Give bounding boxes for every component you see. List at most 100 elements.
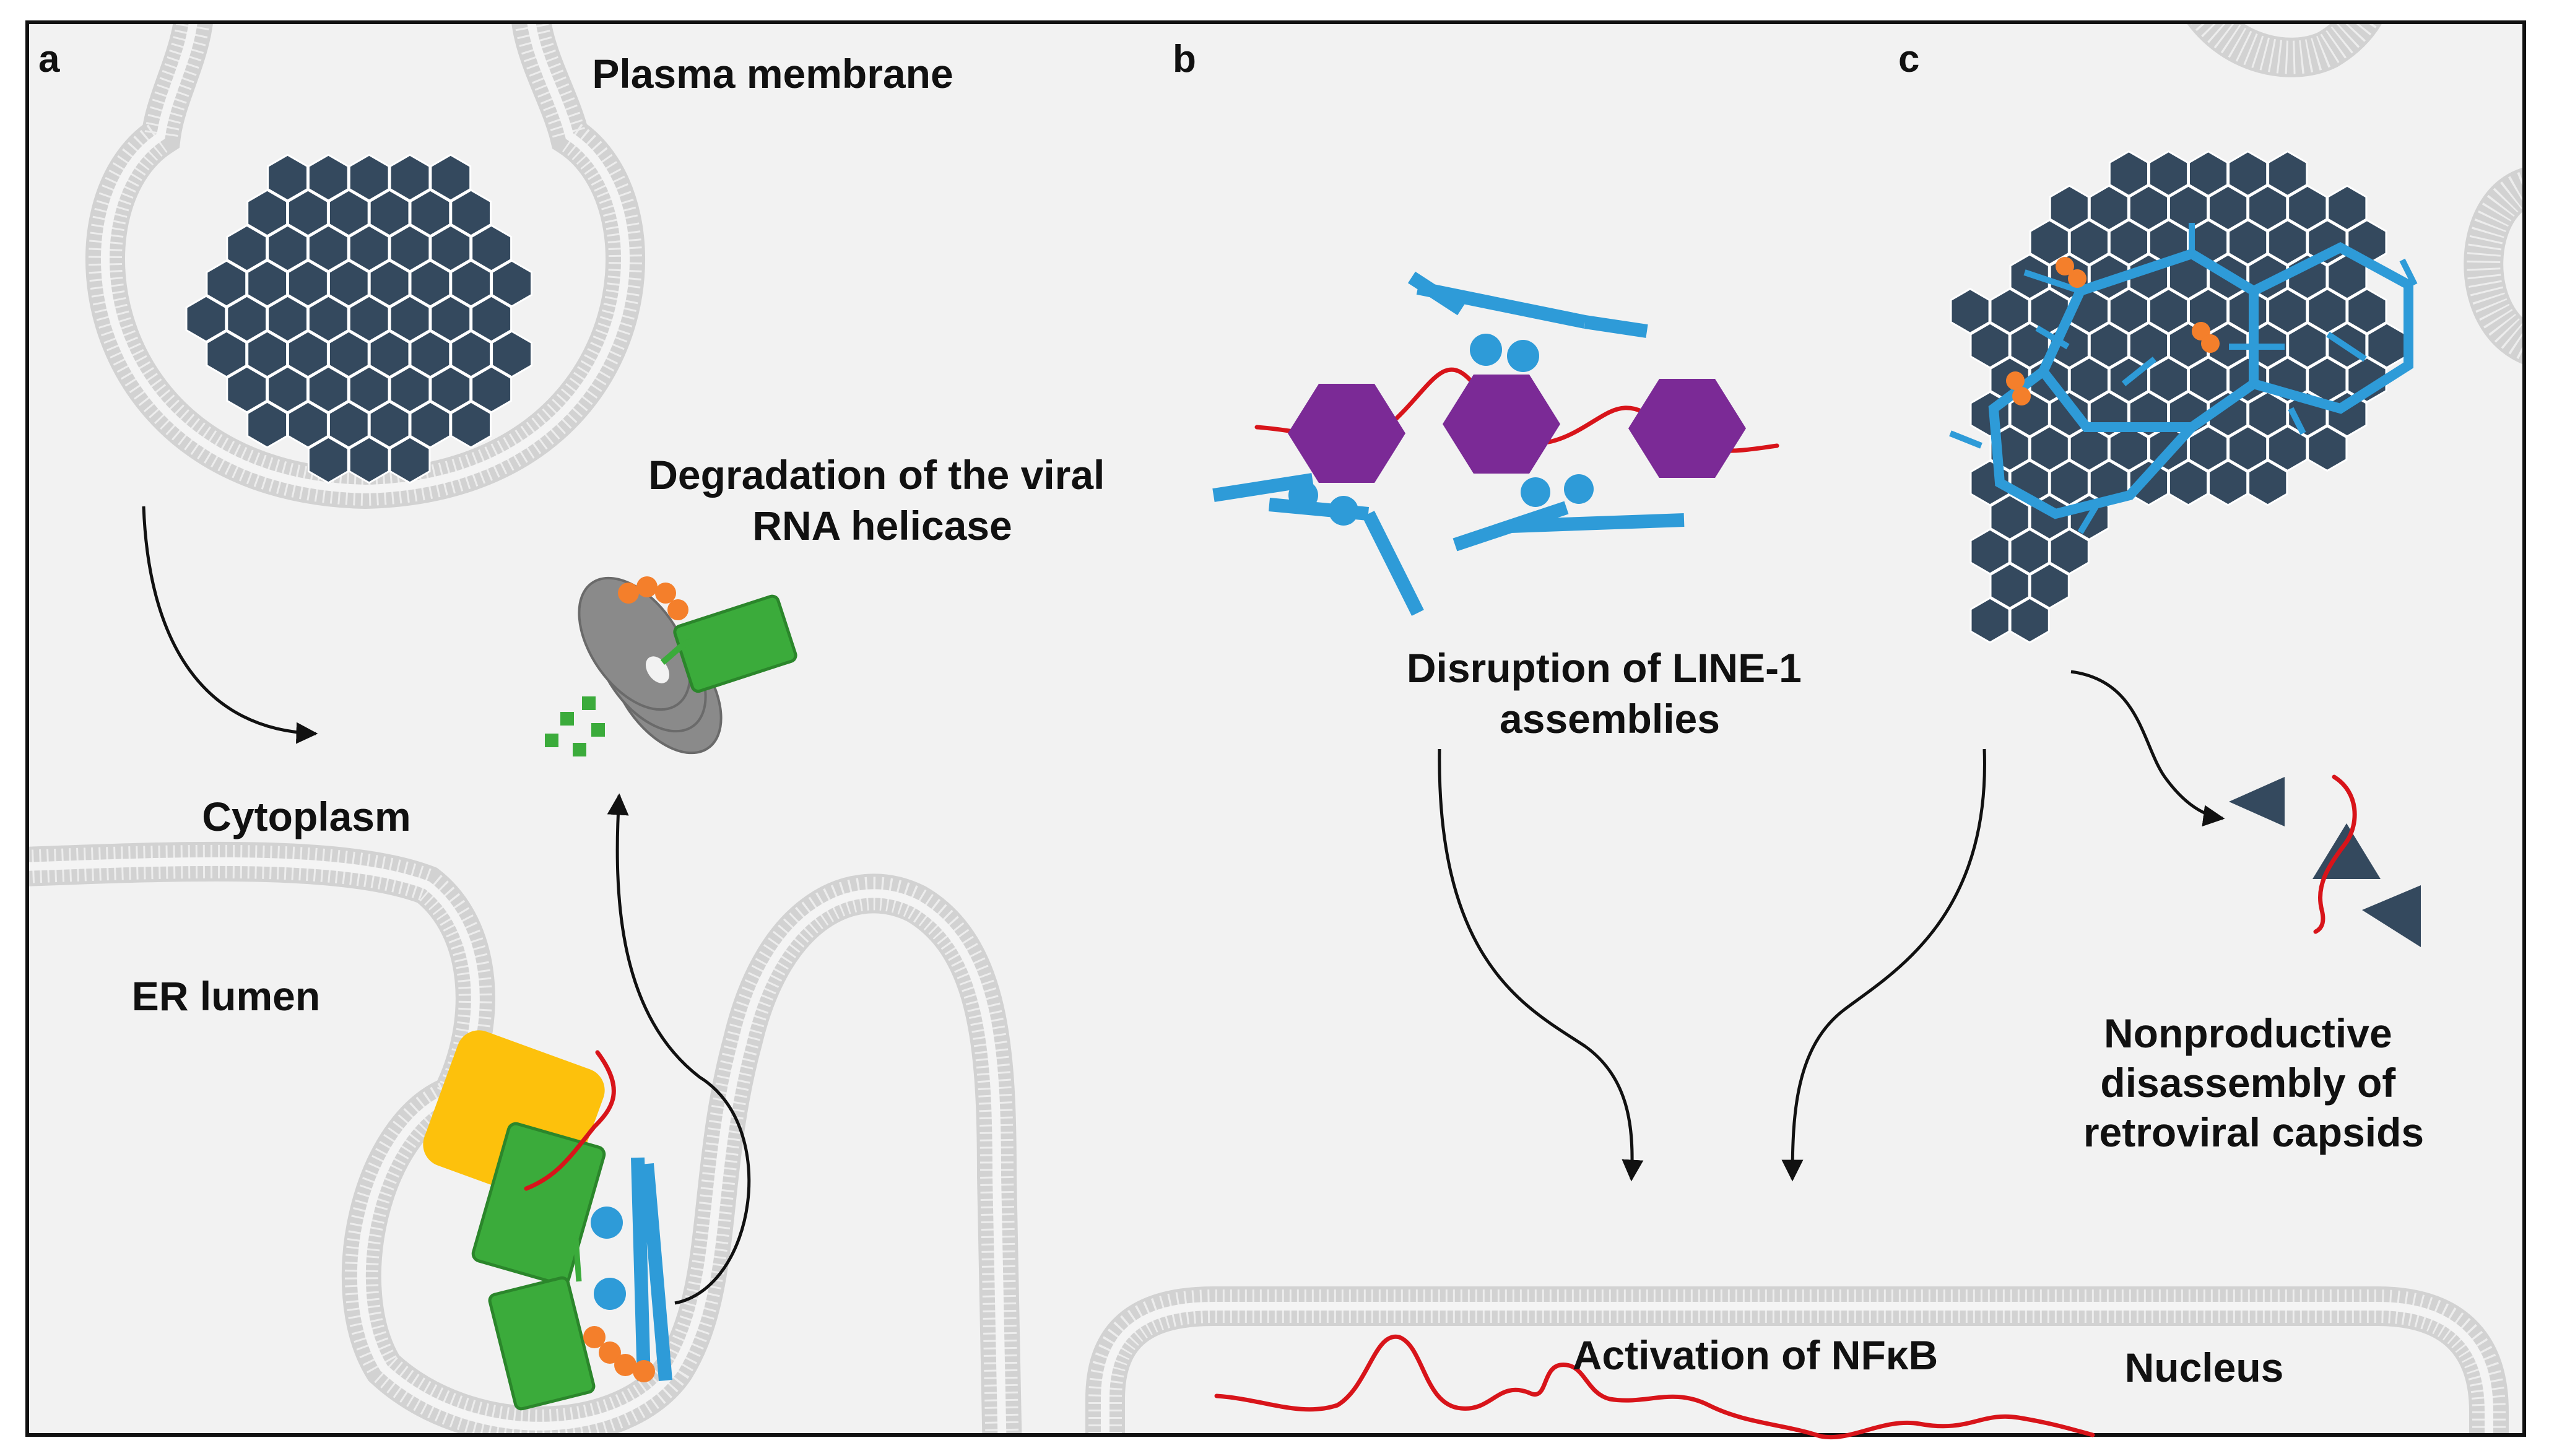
- capsid-subunit: [409, 189, 451, 237]
- capsid-subunit: [2247, 459, 2288, 506]
- trim-filaments-line1: [1212, 271, 1685, 616]
- capsid-subunit: [450, 401, 492, 449]
- nuclear-envelope: [1085, 1286, 2509, 1435]
- capsid-subunit: [267, 295, 308, 343]
- capsid-subunit: [328, 189, 370, 237]
- arrow-c-to-nfkb: [1781, 748, 1986, 1182]
- capsid-subunit: [491, 259, 532, 308]
- capsid-subunit: [389, 365, 431, 414]
- er-membrane: [27, 841, 1022, 1435]
- capsid-subunit: [206, 259, 248, 308]
- capsid-subunit: [287, 330, 329, 378]
- capsid-subunit: [430, 365, 472, 414]
- capsid-subunit: [2228, 219, 2269, 266]
- line1-orf1p-trimers: [1288, 375, 1746, 483]
- capsid-subunit: [348, 436, 390, 484]
- capsid-subunit: [409, 259, 451, 308]
- label-line1-disruption: Disruption of LINE-1 assemblies: [1407, 645, 1813, 742]
- top-right-membrane-arc: [2186, 22, 2383, 77]
- capsid-subunit: [389, 154, 431, 202]
- er-rna: [524, 1050, 616, 1191]
- capsid-subunit: [471, 365, 513, 414]
- trim-er-pocket: [631, 1157, 672, 1381]
- capsid-subunit: [246, 259, 289, 308]
- capsid-subunit: [2029, 425, 2070, 472]
- viral-rna-helicase: [673, 594, 797, 693]
- capsid-subunit: [2029, 219, 2070, 266]
- ubiquitin-chain: [618, 576, 688, 620]
- capsid-subunit: [348, 224, 390, 272]
- capsid-subunit: [2287, 184, 2328, 232]
- capsid-subunit: [2088, 322, 2129, 369]
- label-nonproductive-disassembly: Nonproductive disassembly of retroviral …: [2083, 1010, 2424, 1155]
- proteasome-complex: [545, 576, 797, 756]
- capsid-subunit: [450, 330, 492, 378]
- label-cytoplasm: Cytoplasm: [202, 794, 410, 839]
- capsid-subunit: [2049, 459, 2090, 506]
- capsid-subunit: [1989, 493, 2030, 541]
- capsid-subunit: [2168, 184, 2209, 232]
- capsid-subunit: [2208, 459, 2249, 506]
- capsid-subunit: [2108, 287, 2149, 335]
- capsid-subunit: [368, 330, 410, 378]
- capsid-subunit: [430, 295, 472, 343]
- degradation-line-1: Degradation of the viral: [648, 452, 1105, 498]
- capsid-subunit: [307, 154, 349, 202]
- capsid-subunit: [348, 154, 390, 202]
- capsid-subunit: [1989, 562, 2030, 610]
- released-rna: [2313, 774, 2357, 934]
- endocytosed-capsid: [185, 154, 532, 484]
- capsid-subunit: [2108, 425, 2149, 472]
- nonproductive-line-3: retroviral capsids: [2083, 1109, 2424, 1155]
- capsid-subunit: [2327, 184, 2368, 232]
- capsid-subunit: [307, 436, 349, 484]
- arrow-b-to-nfkb: [1438, 748, 1644, 1182]
- capsid-subunit: [1989, 287, 2030, 335]
- helicase-upper: [471, 1122, 606, 1286]
- helicase-lower: [488, 1276, 596, 1411]
- capsid-subunit: [471, 295, 513, 343]
- capsid-subunit: [2049, 528, 2090, 575]
- capsid-subunit: [267, 154, 308, 202]
- helicase-linker: [660, 638, 695, 665]
- capsid-subunit: [2287, 322, 2328, 369]
- capsid-subunit: [368, 401, 410, 449]
- capsid-subunit: [450, 189, 492, 237]
- capsid-subunit: [2128, 459, 2169, 506]
- capsid-subunit: [1969, 597, 2010, 644]
- label-plasma-membrane: Plasma membrane: [592, 51, 953, 97]
- capsid-subunit: [430, 154, 472, 202]
- capsid-subunit: [2347, 287, 2387, 335]
- capsid-subunit: [2247, 184, 2288, 232]
- nonproductive-line-1: Nonproductive: [2104, 1010, 2392, 1056]
- label-er-lumen: ER lumen: [132, 973, 320, 1019]
- capsid-subunit: [328, 330, 370, 378]
- capsid-subunit: [348, 295, 390, 343]
- capsid-subunit: [226, 365, 268, 414]
- capsid-subunit: [267, 365, 308, 414]
- capsid-subunit: [2148, 356, 2189, 404]
- panel-label-c: c: [1898, 38, 1919, 80]
- capsid-subunit: [2148, 287, 2189, 335]
- capsid-subunit: [328, 401, 370, 449]
- capsid-subunit: [389, 436, 431, 484]
- capsid-subunit: [491, 330, 532, 378]
- degradation-fragments: [545, 696, 605, 756]
- capsid-subunit: [2307, 425, 2348, 472]
- capsid-subunit: [2108, 219, 2149, 266]
- capsid-subunit: [2188, 356, 2229, 404]
- capsid-subunit: [2069, 219, 2109, 266]
- capsid-subunit: [409, 330, 451, 378]
- capsid-subunit: [348, 365, 390, 414]
- capsid-subunit: [2148, 150, 2189, 197]
- capsid-subunit: [226, 295, 268, 343]
- capsid-subunit: [287, 401, 329, 449]
- capsid-subunit: [2228, 425, 2269, 472]
- capsid-subunit: [1969, 528, 2010, 575]
- disassembled-capsid-fragments: [2229, 774, 2421, 947]
- capsid-subunit: [2069, 356, 2109, 404]
- capsid-subunit: [2009, 597, 2050, 644]
- capsid-subunit: [2168, 459, 2209, 506]
- capsid-subunit: [2069, 425, 2109, 472]
